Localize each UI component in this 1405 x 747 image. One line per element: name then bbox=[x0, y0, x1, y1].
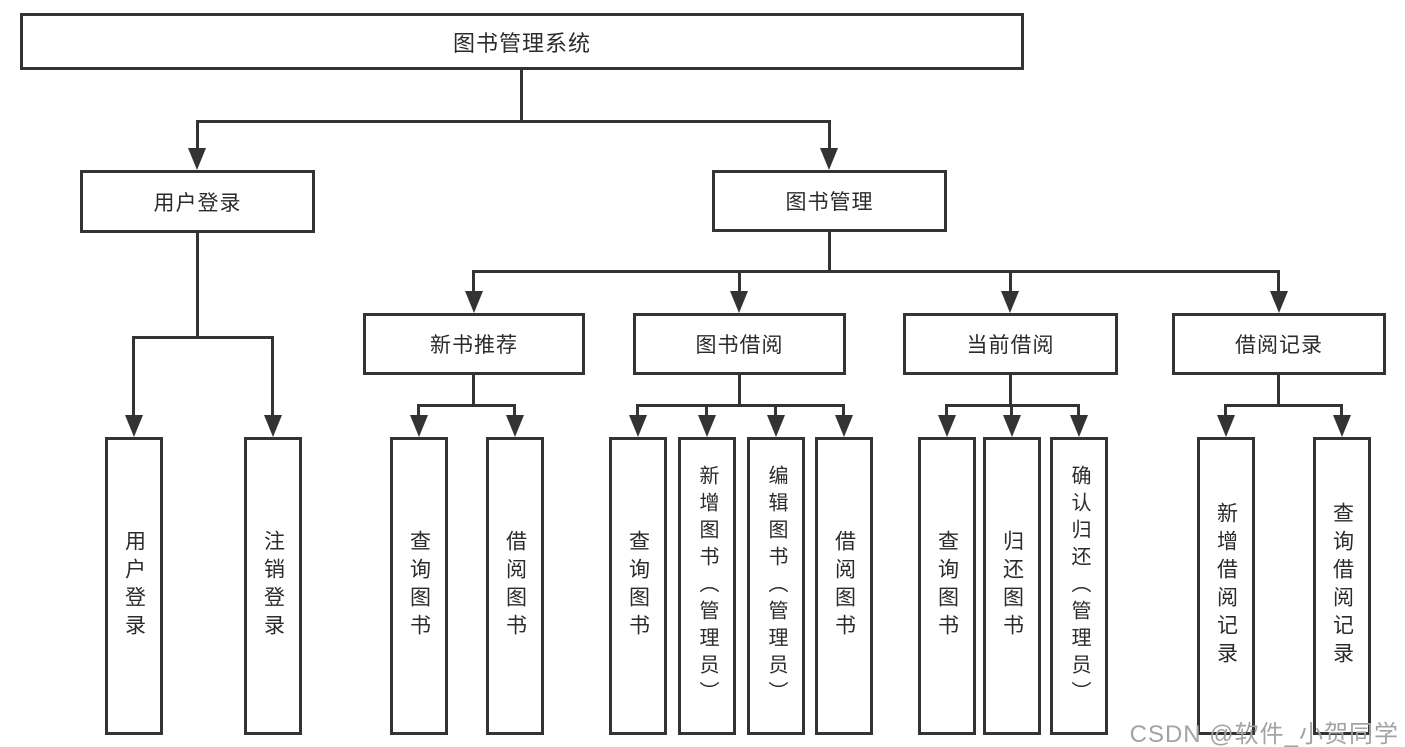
leaf-user-login: 用户登录 bbox=[105, 437, 163, 735]
connector-leaf-drop bbox=[945, 404, 948, 419]
connector-leaf-drop bbox=[705, 404, 708, 419]
connector-leaf-drop bbox=[842, 404, 845, 419]
leaf-bb-add-books-admin: 新增图书（管理员） bbox=[678, 437, 736, 735]
leaf-cb-return-books-label: 归还图书 bbox=[1000, 530, 1024, 642]
leaf-bb-add-books-admin-label: 新增图书（管理员） bbox=[696, 464, 718, 708]
leaf-nbr-borrow-books: 借阅图书 bbox=[486, 437, 544, 735]
connector-user-branch-stem bbox=[196, 233, 199, 338]
leaf-br-add-record: 新增借阅记录 bbox=[1197, 437, 1255, 735]
leaf-bb-borrow-books: 借阅图书 bbox=[815, 437, 873, 735]
connector-l3-drop bbox=[738, 270, 741, 295]
leaf-br-add-record-label: 新增借阅记录 bbox=[1214, 502, 1238, 670]
node-root-label: 图书管理系统 bbox=[452, 30, 591, 56]
leaf-bb-edit-books-admin-label: 编辑图书（管理员） bbox=[765, 464, 787, 708]
leaf-user-login-label: 用户登录 bbox=[122, 530, 146, 642]
arrow-down-icon bbox=[767, 415, 785, 437]
connector-leaf-drop bbox=[774, 404, 777, 419]
connector-branch-hline bbox=[636, 404, 845, 407]
connector-leaf-drop bbox=[1340, 404, 1343, 419]
connector-book-mgmt-drop bbox=[828, 120, 831, 152]
connector-l3-drop bbox=[1009, 270, 1012, 295]
arrow-down-icon bbox=[465, 291, 483, 313]
connector-root-stem bbox=[520, 68, 523, 123]
connector-branch-stem bbox=[1009, 375, 1012, 406]
leaf-cb-confirm-return-admin-label: 确认归还（管理员） bbox=[1068, 464, 1090, 708]
connector-bookmgmt-hline bbox=[472, 270, 1280, 273]
node-borrowing-records: 借阅记录 bbox=[1172, 313, 1386, 375]
node-book-borrowing-label: 图书借阅 bbox=[695, 334, 784, 357]
arrow-down-icon bbox=[730, 291, 748, 313]
node-new-book-recommend-label: 新书推荐 bbox=[430, 334, 518, 357]
arrow-down-icon bbox=[1270, 291, 1288, 313]
node-book-borrowing: 图书借阅 bbox=[633, 313, 846, 375]
leaf-bb-edit-books-admin: 编辑图书（管理员） bbox=[747, 437, 805, 735]
leaf-cb-query-books-label: 查询图书 bbox=[935, 530, 959, 642]
leaf-cb-query-books: 查询图书 bbox=[918, 437, 976, 735]
connector-leaf-drop bbox=[1077, 404, 1080, 419]
node-book-management: 图书管理 bbox=[712, 170, 947, 232]
leaf-br-query-record: 查询借阅记录 bbox=[1313, 437, 1371, 735]
connector-leaf-drop bbox=[132, 336, 135, 418]
arrow-down-icon bbox=[1333, 415, 1351, 437]
leaf-bb-query-books-label: 查询图书 bbox=[626, 530, 650, 642]
connector-l3-drop bbox=[472, 270, 475, 295]
connector-leaf-drop bbox=[513, 404, 516, 419]
leaf-br-query-record-label: 查询借阅记录 bbox=[1330, 502, 1354, 670]
leaf-logout-label: 注销登录 bbox=[261, 530, 285, 642]
connector-leaf-drop bbox=[636, 404, 639, 419]
arrow-down-icon bbox=[188, 148, 206, 170]
node-current-borrowing: 当前借阅 bbox=[903, 313, 1118, 375]
arrow-down-icon bbox=[629, 415, 647, 437]
leaf-cb-confirm-return-admin: 确认归还（管理员） bbox=[1050, 437, 1108, 735]
node-root: 图书管理系统 bbox=[20, 13, 1024, 70]
arrow-down-icon bbox=[410, 415, 428, 437]
connector-leaf-drop bbox=[1224, 404, 1227, 419]
connector-branch-hline bbox=[417, 404, 516, 407]
connector-branch-hline bbox=[1224, 404, 1343, 407]
leaf-bb-query-books: 查询图书 bbox=[609, 437, 667, 735]
node-book-management-label: 图书管理 bbox=[785, 191, 874, 214]
arrow-down-icon bbox=[1001, 291, 1019, 313]
leaf-nbr-query-books-label: 查询图书 bbox=[407, 530, 431, 642]
leaf-nbr-borrow-books-label: 借阅图书 bbox=[503, 530, 527, 642]
arrow-down-icon bbox=[125, 415, 143, 437]
connector-branch-stem bbox=[738, 375, 741, 406]
node-new-book-recommend: 新书推荐 bbox=[363, 313, 585, 375]
connector-branch-stem bbox=[1277, 375, 1280, 406]
node-user-login: 用户登录 bbox=[80, 170, 315, 233]
arrow-down-icon bbox=[820, 148, 838, 170]
arrow-down-icon bbox=[1003, 415, 1021, 437]
connector-leaf-drop bbox=[271, 336, 274, 418]
node-user-login-label: 用户登录 bbox=[153, 191, 242, 215]
arrow-down-icon bbox=[698, 415, 716, 437]
leaf-bb-borrow-books-label: 借阅图书 bbox=[832, 530, 856, 642]
connector-branch-stem bbox=[472, 375, 475, 406]
leaf-logout: 注销登录 bbox=[244, 437, 302, 735]
leaf-nbr-query-books: 查询图书 bbox=[390, 437, 448, 735]
arrow-down-icon bbox=[1070, 415, 1088, 437]
connector-bookmgmt-stem bbox=[828, 232, 831, 272]
arrow-down-icon bbox=[938, 415, 956, 437]
connector-l3-drop bbox=[1277, 270, 1280, 295]
connector-leaf-drop bbox=[1010, 404, 1013, 419]
arrow-down-icon bbox=[264, 415, 282, 437]
node-current-borrowing-label: 当前借阅 bbox=[966, 334, 1055, 357]
arrow-down-icon bbox=[1217, 415, 1235, 437]
arrow-down-icon bbox=[506, 415, 524, 437]
arrow-down-icon bbox=[835, 415, 853, 437]
node-borrowing-records-label: 借阅记录 bbox=[1235, 334, 1323, 357]
leaf-cb-return-books: 归还图书 bbox=[983, 437, 1041, 735]
connector-root-hline bbox=[196, 120, 831, 123]
connector-user-login-drop bbox=[196, 120, 199, 152]
connector-leaf-drop bbox=[417, 404, 420, 419]
connector-user-branch-hline bbox=[132, 336, 274, 339]
